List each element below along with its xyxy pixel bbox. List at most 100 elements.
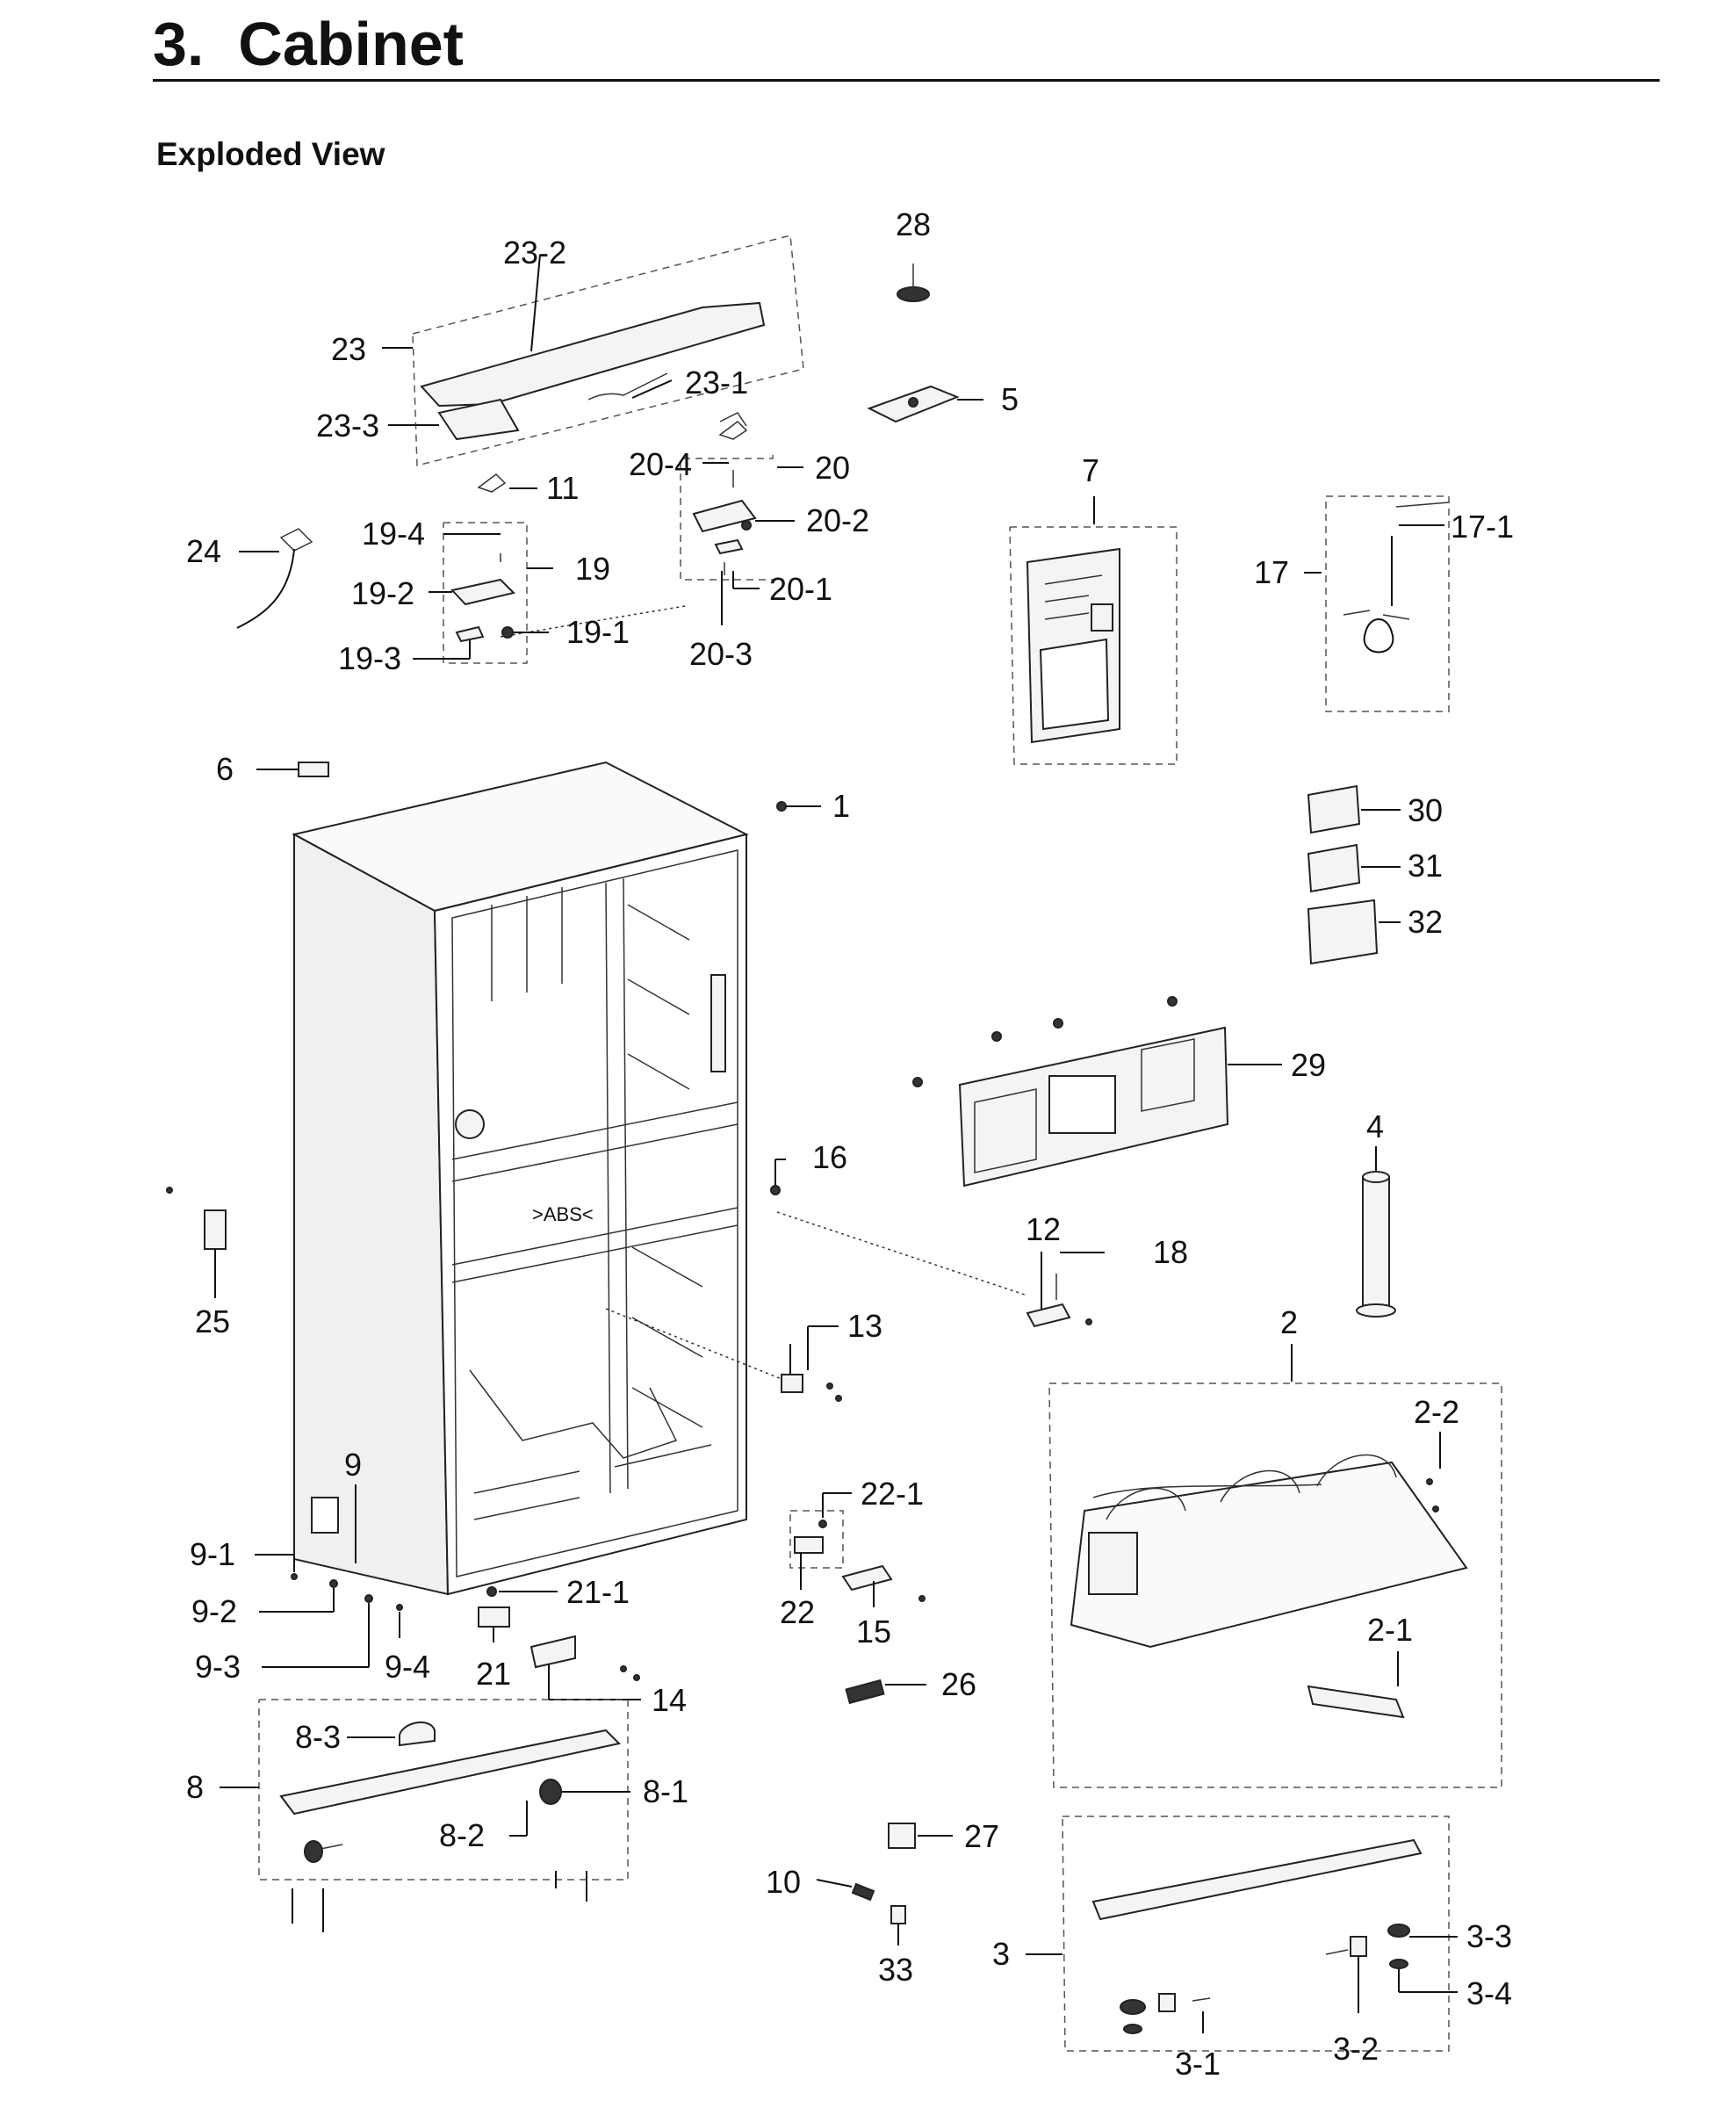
part-20-upper-hinge [680, 455, 774, 581]
callout-9-2: 9-2 [191, 1593, 237, 1629]
part-12-bracket [1026, 1252, 1105, 1328]
callout-11: 11 [546, 470, 579, 506]
callout-3-3: 3-3 [1466, 1918, 1512, 1954]
callout-14: 14 [652, 1682, 687, 1718]
part-30-pcb [1307, 784, 1401, 834]
callout-21: 21 [476, 1656, 511, 1692]
part-22-hinge [789, 1492, 852, 1590]
callout-19-3: 19-3 [338, 640, 401, 676]
callout-20-3: 20-3 [689, 636, 753, 672]
callout-17-1: 17-1 [1451, 509, 1514, 545]
callout-8-3: 8-3 [295, 1719, 341, 1755]
part-11-clip [477, 473, 537, 493]
callout-20-1: 20-1 [769, 571, 832, 607]
callout-28: 28 [896, 206, 931, 242]
part-13-hinge [781, 1325, 842, 1402]
callout-2-1: 2-1 [1367, 1612, 1413, 1648]
callout-20-4: 20-4 [629, 446, 692, 482]
callout-24: 24 [186, 533, 221, 569]
section-subtitle: Exploded View [156, 136, 385, 172]
callout-25: 25 [195, 1303, 230, 1339]
callout-10: 10 [766, 1864, 801, 1900]
part-14-bracket [529, 1635, 641, 1700]
callout-23-1: 23-1 [685, 365, 748, 401]
callout-7: 7 [1082, 452, 1099, 488]
part-33-cap [890, 1905, 906, 1946]
callout-31: 31 [1408, 848, 1443, 884]
part-32-pcb [1307, 899, 1401, 965]
callout-23-2: 23-2 [503, 235, 566, 271]
callout-3-1: 3-1 [1175, 2046, 1221, 2082]
part-23-top-cover [412, 235, 804, 466]
part-27-clip [888, 1823, 953, 1849]
callout-13: 13 [847, 1308, 882, 1344]
part-8-lower-frame [220, 1699, 630, 1932]
callout-9-1: 9-1 [190, 1536, 235, 1572]
callout-32: 32 [1408, 904, 1443, 940]
callout-19-2: 19-2 [351, 575, 414, 611]
page-title: 3. Cabinet [153, 10, 464, 78]
part-3-lower-hinge-assembly [1026, 1816, 1458, 2052]
callout-20: 20 [815, 450, 850, 486]
callout-5: 5 [1001, 381, 1019, 417]
part-9-feet [255, 1484, 403, 1668]
part-31-pcb [1307, 843, 1401, 893]
callout-30: 30 [1408, 792, 1443, 828]
callout-6: 6 [216, 751, 234, 787]
part-28-cap [897, 264, 930, 302]
callout-12: 12 [1026, 1211, 1061, 1247]
part-5-hinge-module [867, 385, 983, 423]
part-17-heater [1325, 495, 1450, 712]
callout-3-4: 3-4 [1466, 1975, 1512, 2011]
part-2-machine-compartment [1048, 1344, 1502, 1788]
part-21-hinge [478, 1586, 558, 1642]
callout-2: 2 [1280, 1304, 1298, 1340]
callout-29: 29 [1291, 1047, 1326, 1083]
callout-26: 26 [941, 1666, 976, 1702]
part-16-screw [770, 1159, 786, 1195]
cabinet-body [292, 761, 749, 1596]
part-7-rear-panel [1009, 526, 1178, 765]
callout-15: 15 [856, 1613, 891, 1650]
callout-8-1: 8-1 [643, 1773, 688, 1809]
callout-17: 17 [1254, 554, 1289, 590]
part-24-power-cord [236, 528, 313, 629]
title-underline [153, 79, 1660, 82]
part-1-screw [776, 801, 787, 812]
callout-23-3: 23-3 [316, 408, 379, 444]
callout-19-4: 19-4 [362, 516, 425, 552]
callout-8: 8 [186, 1769, 204, 1805]
part-25-filter-cover [166, 1187, 227, 1298]
part-23-1-clip [718, 421, 748, 440]
part-10-pin [816, 1879, 875, 1902]
part-26-pin [845, 1678, 926, 1705]
part-4-tube [1356, 1146, 1396, 1318]
part-15-bracket [841, 1564, 926, 1607]
callout-22-1: 22-1 [861, 1476, 924, 1512]
callout-19-1: 19-1 [566, 614, 630, 650]
part-19-hinge [443, 522, 528, 664]
callout-22: 22 [780, 1594, 815, 1630]
callout-23: 23 [331, 331, 366, 367]
callout-2-2: 2-2 [1414, 1394, 1459, 1430]
callout-9-3: 9-3 [195, 1649, 241, 1685]
cabinet-abs-marking: >ABS< [532, 1203, 594, 1225]
part-6-bracket [256, 762, 329, 777]
callout-18: 18 [1153, 1234, 1188, 1270]
callout-21-1: 21-1 [566, 1574, 630, 1610]
callout-3-2: 3-2 [1333, 2031, 1379, 2067]
callout-20-2: 20-2 [806, 502, 869, 538]
callout-19: 19 [575, 551, 610, 587]
callout-27: 27 [964, 1818, 999, 1854]
callout-8-2: 8-2 [439, 1817, 485, 1853]
callout-4: 4 [1366, 1108, 1384, 1144]
part-29-machine-cover [912, 996, 1282, 1188]
callout-3: 3 [992, 1936, 1010, 1972]
callout-9-4: 9-4 [385, 1649, 430, 1685]
callout-16: 16 [812, 1139, 847, 1175]
callout-9: 9 [344, 1447, 362, 1483]
callout-1: 1 [832, 788, 850, 824]
callout-33: 33 [878, 1952, 913, 1988]
